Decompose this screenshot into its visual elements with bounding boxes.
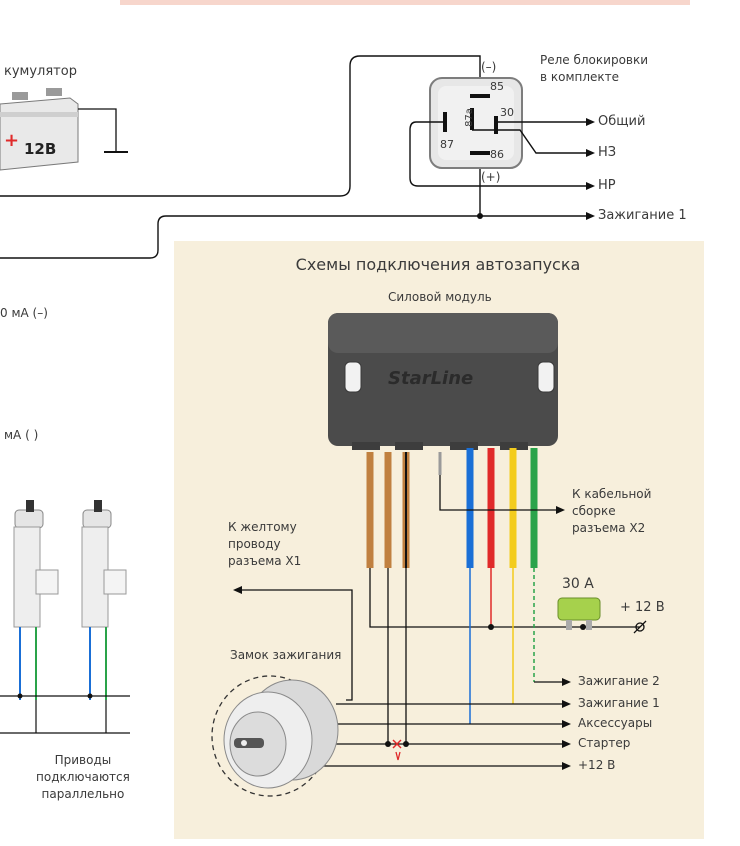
- arrow-nz: [586, 149, 595, 157]
- relay-bottom-sign: (+): [481, 170, 501, 184]
- brand-logo: StarLine: [388, 368, 474, 389]
- cable-x2-note: К кабельной сборке разъема Х2: [572, 487, 652, 535]
- starline-module: [328, 313, 558, 450]
- junction-fuse: [580, 624, 586, 630]
- out-label-12v: +12 В: [578, 758, 616, 772]
- junction-starter-2: [403, 741, 409, 747]
- relay-top-sign: (–): [481, 60, 497, 74]
- out-label-acc: Аксессуары: [578, 716, 653, 730]
- wire-to-x2: [439, 475, 556, 511]
- module-label: Силовой модуль: [388, 290, 492, 304]
- fuse-30a: [557, 597, 601, 630]
- arrow-x1: [233, 586, 242, 594]
- arrow-common: [586, 118, 595, 126]
- relay-out-nz: НЗ: [598, 145, 617, 160]
- wire-nz: [472, 129, 586, 154]
- wire-nr: [409, 121, 586, 187]
- battery-label: кумулятор: [4, 64, 77, 79]
- relay-pin-label-87: 87: [440, 138, 454, 151]
- battery: [0, 88, 79, 171]
- arrow-nr: [586, 182, 595, 190]
- ignition-lock: [211, 675, 339, 797]
- actuators-note: Приводы подключаются параллельно: [36, 753, 130, 801]
- battery-plus: +: [4, 130, 20, 151]
- relay-out-nr: НР: [598, 178, 616, 193]
- arrow-acc: [562, 720, 571, 728]
- left-label-2: мА ( ): [4, 428, 39, 442]
- relay-out-common: Общий: [598, 114, 646, 129]
- relay-pin-label-85: 85: [490, 80, 504, 93]
- yellow-x1-note: К желтому проводу разъема Х1: [228, 520, 302, 568]
- arrow-ign1: [562, 700, 571, 708]
- actuator-junction-2: [17, 693, 23, 699]
- door-actuator-1: [13, 500, 59, 700]
- fuse-plus12: + 12 В: [620, 600, 665, 615]
- door-actuator-2: [81, 500, 127, 700]
- relay-pin-label-86: 86: [490, 148, 504, 161]
- junction-starter: [385, 741, 391, 747]
- relay-title: Реле блокировки в комплекте: [540, 53, 649, 84]
- junction-red: [488, 624, 494, 630]
- top-strip: [120, 0, 690, 5]
- battery-ground-wire: [78, 108, 117, 152]
- relay-out-ign1: Зажигание 1: [598, 208, 687, 223]
- arrow-starter: [562, 740, 571, 748]
- actuator-junction-1: [87, 693, 93, 699]
- left-label-1: 0 мА (–): [0, 306, 48, 320]
- out-label-ign2: Зажигание 2: [578, 674, 660, 688]
- starter-break-arrow: [395, 751, 401, 761]
- wire-to-x1: [242, 589, 353, 701]
- wire-fuse-line: [369, 568, 640, 628]
- arrow-ign2: [562, 678, 571, 686]
- arrow-ign1-top: [586, 212, 595, 220]
- relay-wire-86: [0, 158, 481, 259]
- scheme-title: Схемы подключения автозапуска: [295, 255, 581, 274]
- relay-pin-label-87a: 87а: [463, 108, 475, 127]
- out-label-ign1: Зажигание 1: [578, 696, 660, 710]
- relay-wire-85: [0, 55, 481, 197]
- terminal-12v: [635, 622, 645, 632]
- battery-voltage: 12В: [24, 140, 57, 158]
- fuse-label: 30 А: [562, 576, 594, 592]
- out-label-starter: Стартер: [578, 736, 631, 750]
- relay-pin-label-30: 30: [500, 106, 514, 119]
- relay-face: [438, 86, 514, 160]
- terminal-slash: [633, 620, 647, 634]
- starter-break-mark: [392, 739, 402, 749]
- arrow-12v: [562, 762, 571, 770]
- ignition-lock-label: Замок зажигания: [230, 648, 342, 662]
- arrow-x2: [556, 506, 565, 514]
